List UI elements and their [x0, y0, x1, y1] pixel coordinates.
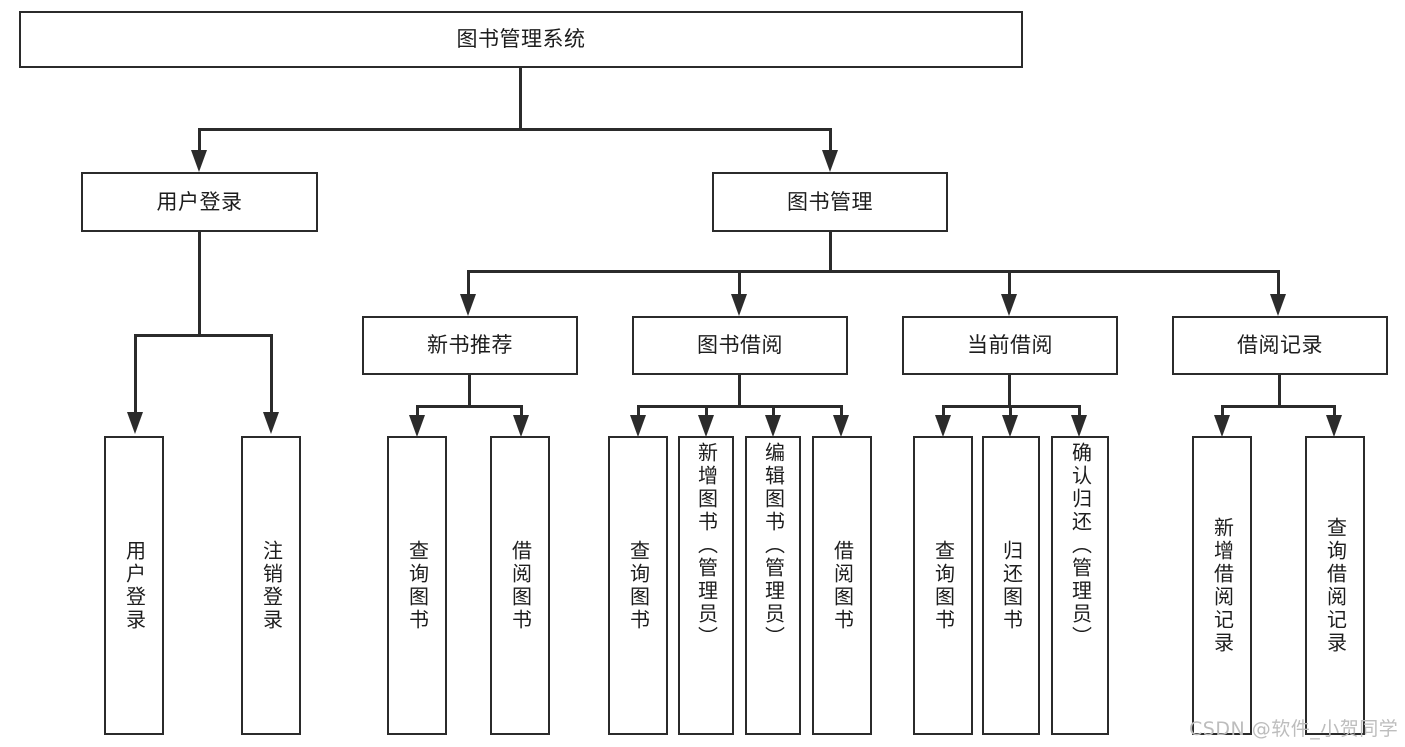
- arrowhead-add-book: [698, 415, 714, 437]
- connector-drop-user-login: [198, 128, 201, 152]
- arrowhead-return-book: [1002, 415, 1018, 437]
- connector-cb-stem: [1008, 375, 1011, 407]
- leaf-label: 新增借阅记录: [1210, 516, 1235, 655]
- node-label: 用户登录: [156, 189, 243, 214]
- leaf-add-book[interactable]: 新增图书（管理员）: [678, 436, 734, 735]
- connector-user-login-stem: [198, 232, 201, 336]
- leaf-return-book[interactable]: 归还图书: [982, 436, 1040, 735]
- leaf-label: 新增图书（管理员）: [694, 442, 719, 649]
- csdn-watermark: CSDN @软件_小贺同学: [1189, 718, 1399, 740]
- arrowhead-new-book-recommend: [460, 294, 476, 316]
- node-label: 新书推荐: [427, 333, 513, 358]
- connector-drop-query-book-3: [942, 405, 945, 419]
- connector-user-login-bus: [134, 334, 273, 337]
- leaf-label: 查询图书: [405, 539, 430, 632]
- arrowhead-query-book-2: [630, 415, 646, 437]
- node-root-system[interactable]: 图书管理系统: [19, 11, 1023, 68]
- leaf-user-logout[interactable]: 注销登录: [241, 436, 301, 735]
- leaf-edit-book[interactable]: 编辑图书（管理员）: [745, 436, 801, 735]
- leaf-label: 查询图书: [931, 539, 956, 632]
- connector-drop-new-book-recommend: [467, 270, 470, 296]
- arrowhead-leaf-user-login: [127, 412, 143, 434]
- leaf-label: 借阅图书: [830, 539, 855, 632]
- arrowhead-borrow-book-2: [833, 415, 849, 437]
- leaf-label: 用户登录: [122, 539, 147, 632]
- leaf-label: 查询借阅记录: [1323, 516, 1348, 655]
- arrowhead-query-book-1: [409, 415, 425, 437]
- arrowhead-book-borrow: [731, 294, 747, 316]
- leaf-confirm-return[interactable]: 确认归还（管理员）: [1051, 436, 1109, 735]
- connector-drop-edit-book: [772, 405, 775, 419]
- connector-level3-bus: [467, 270, 1280, 273]
- connector-root-stem: [519, 68, 522, 130]
- connector-drop-book-manage: [829, 128, 832, 152]
- arrowhead-book-manage: [822, 150, 838, 172]
- connector-drop-borrow-book-2: [840, 405, 843, 419]
- connector-drop-current-borrow: [1008, 270, 1011, 296]
- connector-drop-borrow-book-1: [520, 405, 523, 419]
- leaf-label: 借阅图书: [508, 539, 533, 632]
- connector-drop-confirm-return: [1078, 405, 1081, 419]
- connector-drop-leaf-user-logout: [270, 334, 273, 414]
- connector-nbr-stem: [468, 375, 471, 407]
- arrowhead-borrow-record: [1270, 294, 1286, 316]
- leaf-label: 编辑图书（管理员）: [761, 442, 786, 649]
- leaf-user-login[interactable]: 用户登录: [104, 436, 164, 735]
- node-borrow-record[interactable]: 借阅记录: [1172, 316, 1388, 375]
- connector-br-stem: [1278, 375, 1281, 407]
- leaf-label: 查询图书: [626, 539, 651, 632]
- node-book-manage[interactable]: 图书管理: [712, 172, 948, 232]
- leaf-label: 确认归还（管理员）: [1068, 442, 1093, 649]
- connector-drop-leaf-user-login: [134, 334, 137, 414]
- node-current-borrow[interactable]: 当前借阅: [902, 316, 1118, 375]
- leaf-label: 注销登录: [259, 539, 284, 632]
- node-user-login[interactable]: 用户登录: [81, 172, 318, 232]
- leaf-label: 归还图书: [999, 539, 1024, 632]
- connector-nbr-bus: [416, 405, 523, 408]
- connector-bb-stem: [738, 375, 741, 407]
- arrowhead-leaf-user-logout: [263, 412, 279, 434]
- node-label: 图书管理: [787, 189, 873, 214]
- connector-drop-borrow-record: [1277, 270, 1280, 296]
- node-label: 借阅记录: [1237, 333, 1323, 358]
- arrowhead-current-borrow: [1001, 294, 1017, 316]
- node-new-book-recommend[interactable]: 新书推荐: [362, 316, 578, 375]
- leaf-borrow-book-new-recommend[interactable]: 借阅图书: [490, 436, 550, 735]
- leaf-add-borrow-record[interactable]: 新增借阅记录: [1192, 436, 1252, 735]
- arrowhead-confirm-return: [1071, 415, 1087, 437]
- arrowhead-query-book-3: [935, 415, 951, 437]
- connector-drop-book-borrow: [738, 270, 741, 296]
- connector-br-bus: [1221, 405, 1336, 408]
- arrowhead-add-record: [1214, 415, 1230, 437]
- leaf-query-book-new-recommend[interactable]: 查询图书: [387, 436, 447, 735]
- arrowhead-borrow-book-1: [513, 415, 529, 437]
- node-label: 当前借阅: [967, 333, 1053, 358]
- leaf-query-book-borrow[interactable]: 查询图书: [608, 436, 668, 735]
- connector-drop-add-book: [705, 405, 708, 419]
- arrowhead-user-login: [191, 150, 207, 172]
- node-book-borrow[interactable]: 图书借阅: [632, 316, 848, 375]
- connector-book-manage-stem: [829, 232, 832, 272]
- connector-bb-bus: [637, 405, 843, 408]
- arrowhead-query-record: [1326, 415, 1342, 437]
- node-label: 图书借阅: [697, 333, 783, 358]
- arrowhead-edit-book: [765, 415, 781, 437]
- leaf-borrow-book-borrow[interactable]: 借阅图书: [812, 436, 872, 735]
- connector-drop-query-book-1: [416, 405, 419, 419]
- leaf-query-borrow-record[interactable]: 查询借阅记录: [1305, 436, 1365, 735]
- node-label: 图书管理系统: [456, 27, 586, 52]
- connector-drop-query-book-2: [637, 405, 640, 419]
- connector-level1-bus: [198, 128, 832, 131]
- connector-drop-query-record: [1333, 405, 1336, 419]
- connector-drop-return-book: [1009, 405, 1012, 419]
- leaf-query-book-current[interactable]: 查询图书: [913, 436, 973, 735]
- connector-drop-add-record: [1221, 405, 1224, 419]
